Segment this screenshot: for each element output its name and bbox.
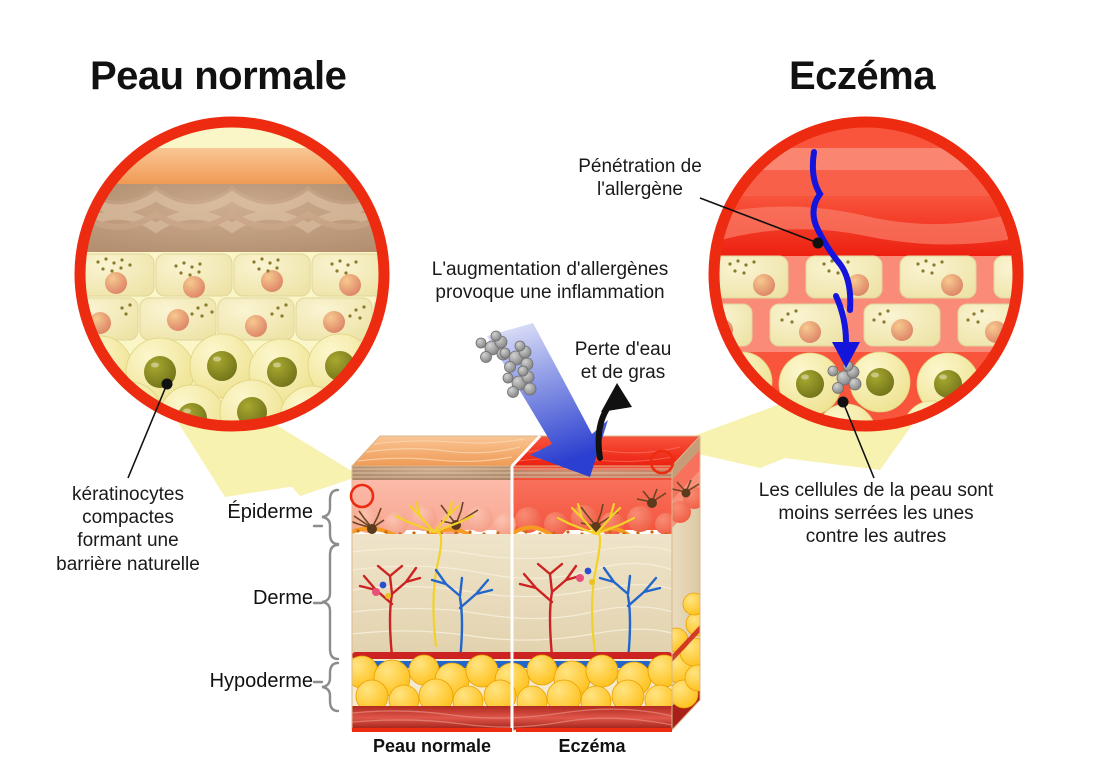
layer-label-hypodermis: Hypoderme: [209, 670, 313, 692]
keratinocyte-row-1: [80, 253, 384, 298]
annotation-keratinocytes: kératinocytes compactes formant une barr…: [56, 484, 200, 575]
melanocytes: [352, 488, 667, 529]
skin-block-3d: [351, 434, 701, 731]
keratinocyte-row-2: [80, 297, 384, 341]
leader-lines: [127, 197, 875, 479]
keratinocyte-row-2-eczema: [714, 303, 1018, 347]
annotation-allergen-penetration: Pénétration de l'allergène: [578, 156, 702, 201]
page-title-eczema: Eczéma: [789, 54, 935, 98]
allergen-particles: [475, 330, 537, 398]
caption-normal: Peau normale: [372, 736, 492, 756]
veins: [430, 566, 662, 662]
caption-eczema: Eczéma: [558, 736, 626, 756]
annotation-loose-cells: Les cellules de la peau sont moins serré…: [758, 480, 994, 548]
immune-cells: [372, 567, 595, 599]
caption-bars: [352, 728, 672, 732]
magnifier-ring-normal: [74, 116, 390, 432]
block-top-normal: [352, 436, 540, 466]
annotation-inflammation: L'augmentation d'allergènes provoque une…: [431, 259, 669, 304]
allergen-penetration-path: [809, 149, 860, 368]
layer-label-epidermis: Épiderme: [227, 501, 313, 523]
zoom-marker-normal: [349, 483, 375, 509]
magnified-normal-skin: [74, 116, 390, 432]
magnified-eczema-skin: [708, 116, 1024, 432]
water-loss-arrow: [595, 383, 632, 461]
keratinocyte-row-1-eczema: [714, 255, 1018, 299]
layer-braces: [312, 488, 340, 713]
zoom-marker-eczema: [649, 449, 675, 475]
arteries: [358, 562, 582, 658]
allergen-particle-eczema: [827, 360, 862, 394]
annotation-water-loss: Perte d'eau et de gras: [574, 339, 672, 384]
layer-label-dermis: Derme: [252, 587, 313, 609]
page-title-normal: Peau normale: [90, 54, 347, 98]
magnifier-ring-eczema: [708, 116, 1024, 432]
nerve-fibres: [394, 500, 636, 662]
